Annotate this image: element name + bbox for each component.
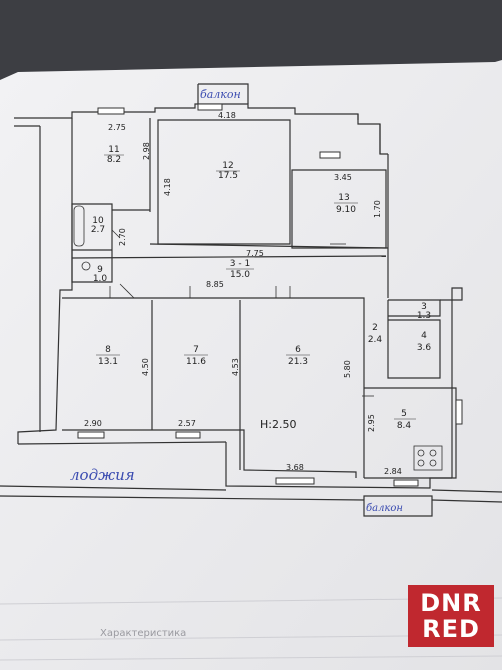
room-4-number: 4 — [421, 331, 427, 341]
room-7-area: 11.6 — [186, 357, 206, 367]
watermark-line-1: DNR — [420, 589, 482, 617]
dim-2-95: 2.95 — [367, 414, 376, 432]
room-12-number: 12 — [222, 161, 233, 171]
balcony-bottom-label: балкон — [366, 503, 403, 514]
dim-2-84: 2.84 — [384, 467, 402, 476]
room-8-area: 13.1 — [98, 357, 118, 367]
dim-1-70: 1.70 — [373, 200, 382, 218]
doors — [109, 229, 374, 397]
walls — [0, 83, 502, 517]
footer-caption: Характеристика — [100, 628, 186, 639]
room-13-area: 9.10 — [336, 205, 356, 215]
dim-3-45: 3.45 — [334, 173, 352, 182]
room-7-number: 7 — [193, 345, 199, 355]
dim-2-98: 2.98 — [142, 142, 151, 160]
room-5-number: 5 — [401, 409, 407, 419]
dim-3-68: 3.68 — [286, 463, 304, 472]
dim-4-18-top: 4.18 — [218, 111, 236, 120]
dnrred-watermark-logo: DNR RED — [408, 585, 494, 647]
room-2-number: 2 — [372, 323, 378, 333]
room-3-1-number: 3 - 1 — [230, 259, 250, 269]
room-8-number: 8 — [105, 345, 111, 355]
room-9-area: 1.0 — [93, 274, 108, 284]
room-12-area: 17.5 — [218, 171, 238, 181]
balcony-top-label: балкон — [200, 88, 241, 101]
dim-2-57: 2.57 — [178, 419, 196, 428]
ceiling-height-label: H:2.50 — [260, 418, 296, 431]
room-4-area: 3.6 — [417, 343, 432, 353]
dim-4-53: 4.53 — [231, 358, 240, 376]
fixtures — [73, 205, 443, 471]
room-2-area: 2.4 — [368, 335, 383, 345]
windows — [77, 103, 463, 487]
paper-sheet — [0, 60, 502, 670]
dim-7-75: 7.75 — [246, 249, 264, 258]
room-5-area: 8.4 — [397, 421, 412, 431]
room-6-number: 6 — [295, 345, 301, 355]
room-6-area: 21.3 — [288, 357, 308, 367]
dim-5-80: 5.80 — [343, 360, 352, 378]
dim-2-70: 2.70 — [118, 228, 127, 246]
dim-4-18-side: 4.18 — [163, 178, 172, 196]
room-9-number: 9 — [97, 265, 103, 275]
room-3-area: 1.3 — [417, 311, 431, 321]
room-10-number: 10 — [92, 216, 104, 226]
room-3-number: 3 — [421, 302, 427, 312]
dim-8-85: 8.85 — [206, 280, 224, 289]
loggia-label: лоджия — [70, 466, 135, 484]
room-11-number: 11 — [108, 145, 119, 155]
room-10-area: 2.7 — [91, 225, 105, 235]
dim-4-50: 4.50 — [141, 358, 150, 376]
dim-2-75: 2.75 — [108, 123, 126, 132]
room-11-area: 8.2 — [107, 155, 121, 165]
dim-2-90: 2.90 — [84, 419, 102, 428]
room-13-number: 13 — [338, 193, 349, 203]
room-3-1-area: 15.0 — [230, 270, 250, 280]
watermark-line-2: RED — [422, 615, 480, 643]
